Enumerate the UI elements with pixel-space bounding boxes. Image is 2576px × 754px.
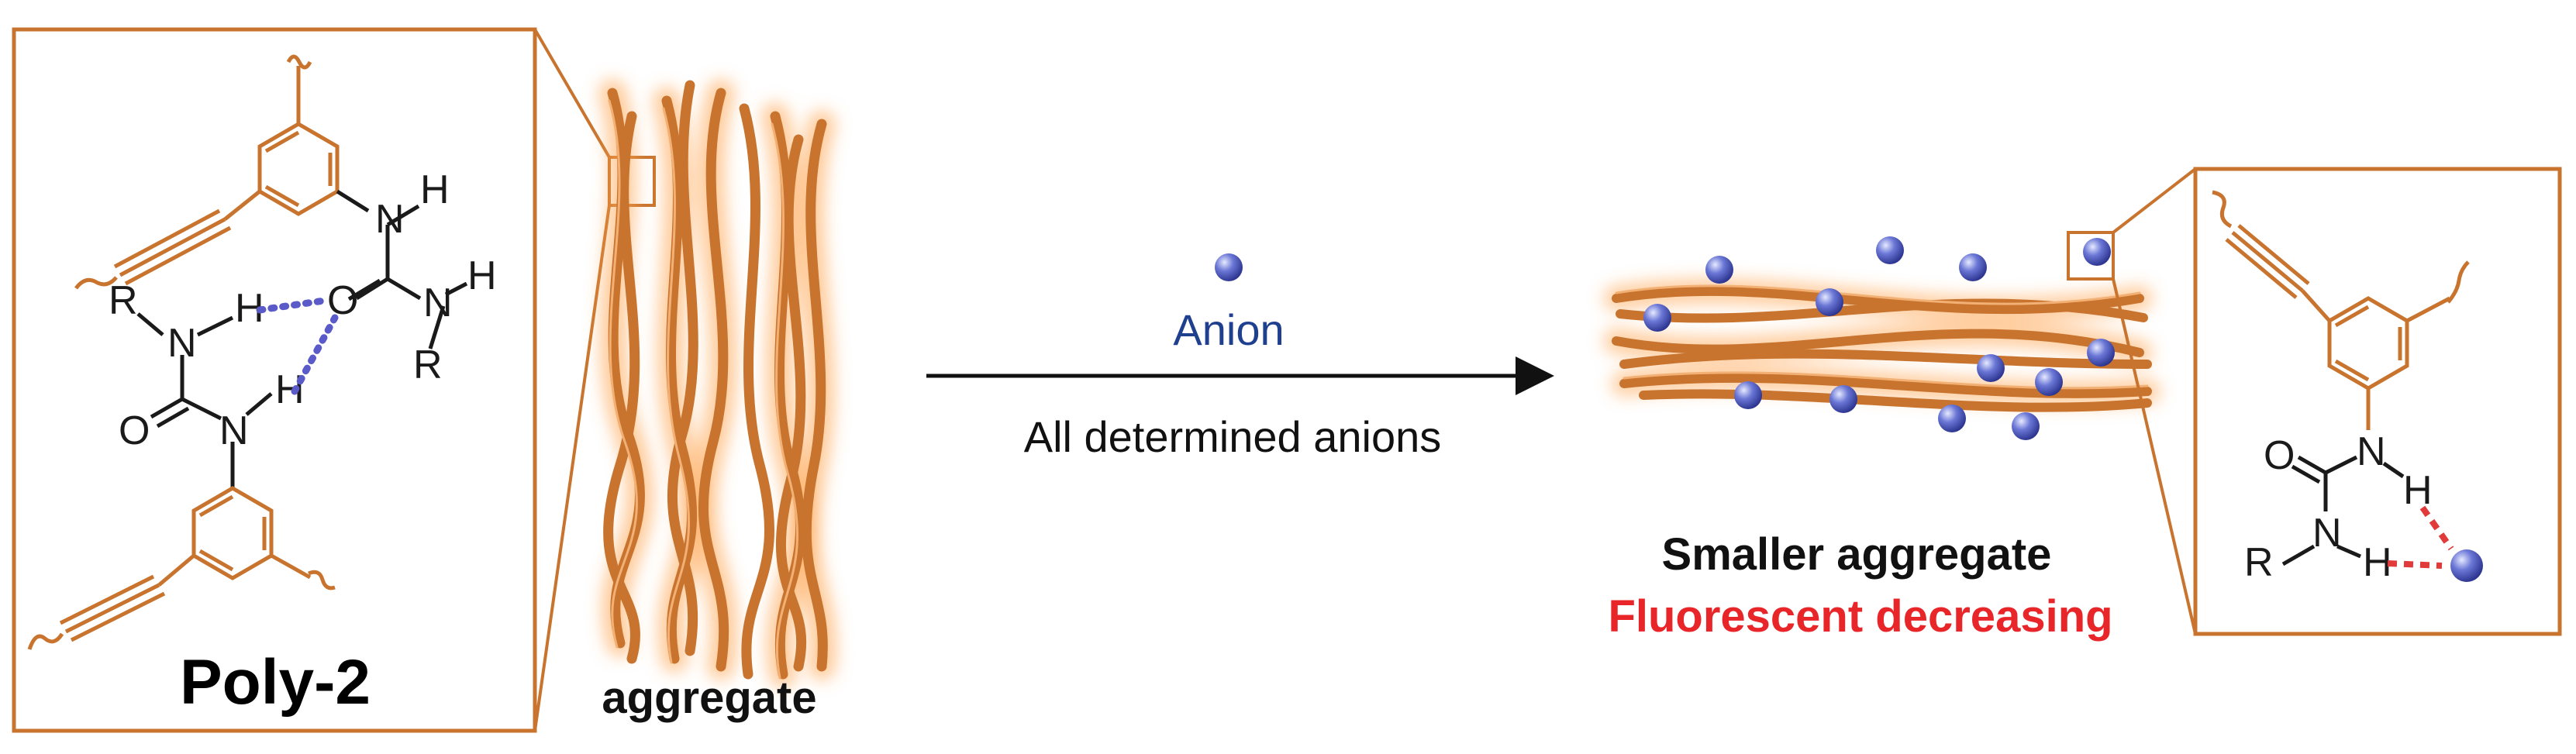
atom-r-top: R [413,343,443,387]
polymer-name-label: Poly-2 [180,647,371,718]
anion-sphere-icon [1643,304,1671,332]
fiber [1612,329,2144,357]
atom-o-detail: O [2264,433,2295,478]
anion-sphere-icon [1938,405,1966,432]
benzene-ring-detail [2212,190,2470,430]
anion-sphere-icon [1816,288,1843,316]
atom-n-top1: N [375,197,405,242]
anion-sphere-icon [2083,238,2111,266]
aggregate-fiber-bundle: aggregate [598,79,837,723]
condition-label: All determined anions [1024,412,1442,461]
small-bundle-highlights [1615,284,2149,390]
atom-n-bottom2: N [219,408,249,453]
anion-sphere-icon [2087,339,2115,367]
anion-sphere-icon [1734,381,1762,409]
atom-h-detail2: H [2363,540,2392,585]
atom-n-bottom1: N [167,321,197,366]
reaction-arrow-group: Anion All determined anions [926,253,1554,461]
hydrogen-bonds-red [2387,505,2454,569]
anion-label: Anion [1173,305,1284,354]
anion-sphere-icon [1215,253,1243,281]
bound-anion-icon [2450,549,2483,582]
anion-sphere-icon [1977,354,2005,382]
fiber [1619,373,2152,398]
anion-sphere-icon [1705,256,1733,284]
fiber [698,88,729,672]
anion-sphere-icon [1829,385,1857,413]
atom-r-detail: R [2244,540,2274,585]
atom-h-detail1: H [2403,468,2433,513]
urea-top [347,204,468,349]
small-bundle-fibers [1612,286,2152,412]
anion-sphere-icon [2012,412,2040,440]
fiber [739,103,774,680]
anion-sphere-icon [1959,253,1987,281]
binding-frame [2193,167,2562,636]
atom-h-bottom2: H [275,367,305,412]
atom-h-top2: H [467,253,497,298]
fiber [603,111,640,664]
anion-sphere-icon [1876,236,1904,264]
bundle-highlights [608,99,799,680]
fiber [1619,349,2152,369]
hydrogen-bonds-blue [256,297,339,395]
benzene-ring-top [74,54,340,290]
result-label-fluorescence: Fluorescent decreasing [1608,591,2112,642]
fiber [801,119,828,672]
atom-n-top2: N [423,281,453,325]
fiber [667,80,698,656]
benzene-ring-bottom [27,486,336,650]
atom-h-top1: H [420,167,450,212]
fiber [1639,389,2152,412]
atom-n-detail1: N [2357,429,2386,474]
atom-o-bottom: O [119,408,150,453]
poly2-structure-panel: N H O N H R R N H O N H [12,27,537,733]
zoom-connector-right [2067,167,2197,635]
atom-r-bottom: R [109,278,138,323]
bond-ring-to-n [336,189,370,213]
bound-anions [1643,236,2115,440]
urea-detail [2281,455,2405,566]
anion-sphere-icon [2035,368,2063,396]
poly2-frame [12,27,537,733]
aggregate-label: aggregate [602,673,816,723]
fiber [1616,298,2148,323]
smaller-aggregate: Smaller aggregate Fluorescent decreasing [1603,236,2160,642]
atom-n-detail2: N [2312,511,2342,556]
result-label-smaller: Smaller aggregate [1662,529,2052,580]
urea-bottom [136,312,273,488]
fiber [775,134,807,672]
binding-detail-panel: N H O N H R [2193,167,2562,636]
